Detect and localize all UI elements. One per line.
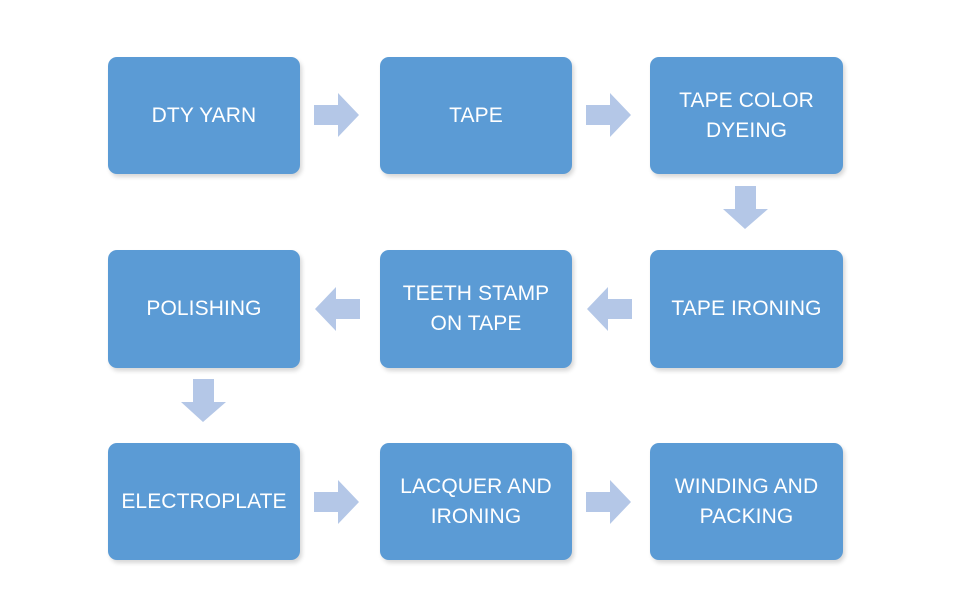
process-node-dty-yarn[interactable]: DTY YARN [108, 57, 300, 174]
process-node-teeth-stamp-on-tape[interactable]: TEETH STAMP ON TAPE [380, 250, 572, 368]
process-node-electroplate[interactable]: ELECTROPLATE [108, 443, 300, 560]
arrow-right-icon [314, 92, 360, 138]
process-node-winding-and-packing[interactable]: WINDING AND PACKING [650, 443, 843, 560]
arrow-down-icon [180, 379, 227, 423]
process-node-lacquer-and-ironing[interactable]: LACQUER AND IRONING [380, 443, 572, 560]
process-node-tape-color-dyeing[interactable]: TAPE COLOR DYEING [650, 57, 843, 174]
process-node-tape-ironing[interactable]: TAPE IRONING [650, 250, 843, 368]
process-node-tape[interactable]: TAPE [380, 57, 572, 174]
arrow-down-icon [722, 186, 769, 230]
arrow-right-icon [586, 92, 632, 138]
arrow-left-icon [314, 286, 360, 332]
process-node-polishing[interactable]: POLISHING [108, 250, 300, 368]
arrow-right-icon [586, 479, 632, 525]
arrow-right-icon [314, 479, 360, 525]
arrow-left-icon [586, 286, 632, 332]
